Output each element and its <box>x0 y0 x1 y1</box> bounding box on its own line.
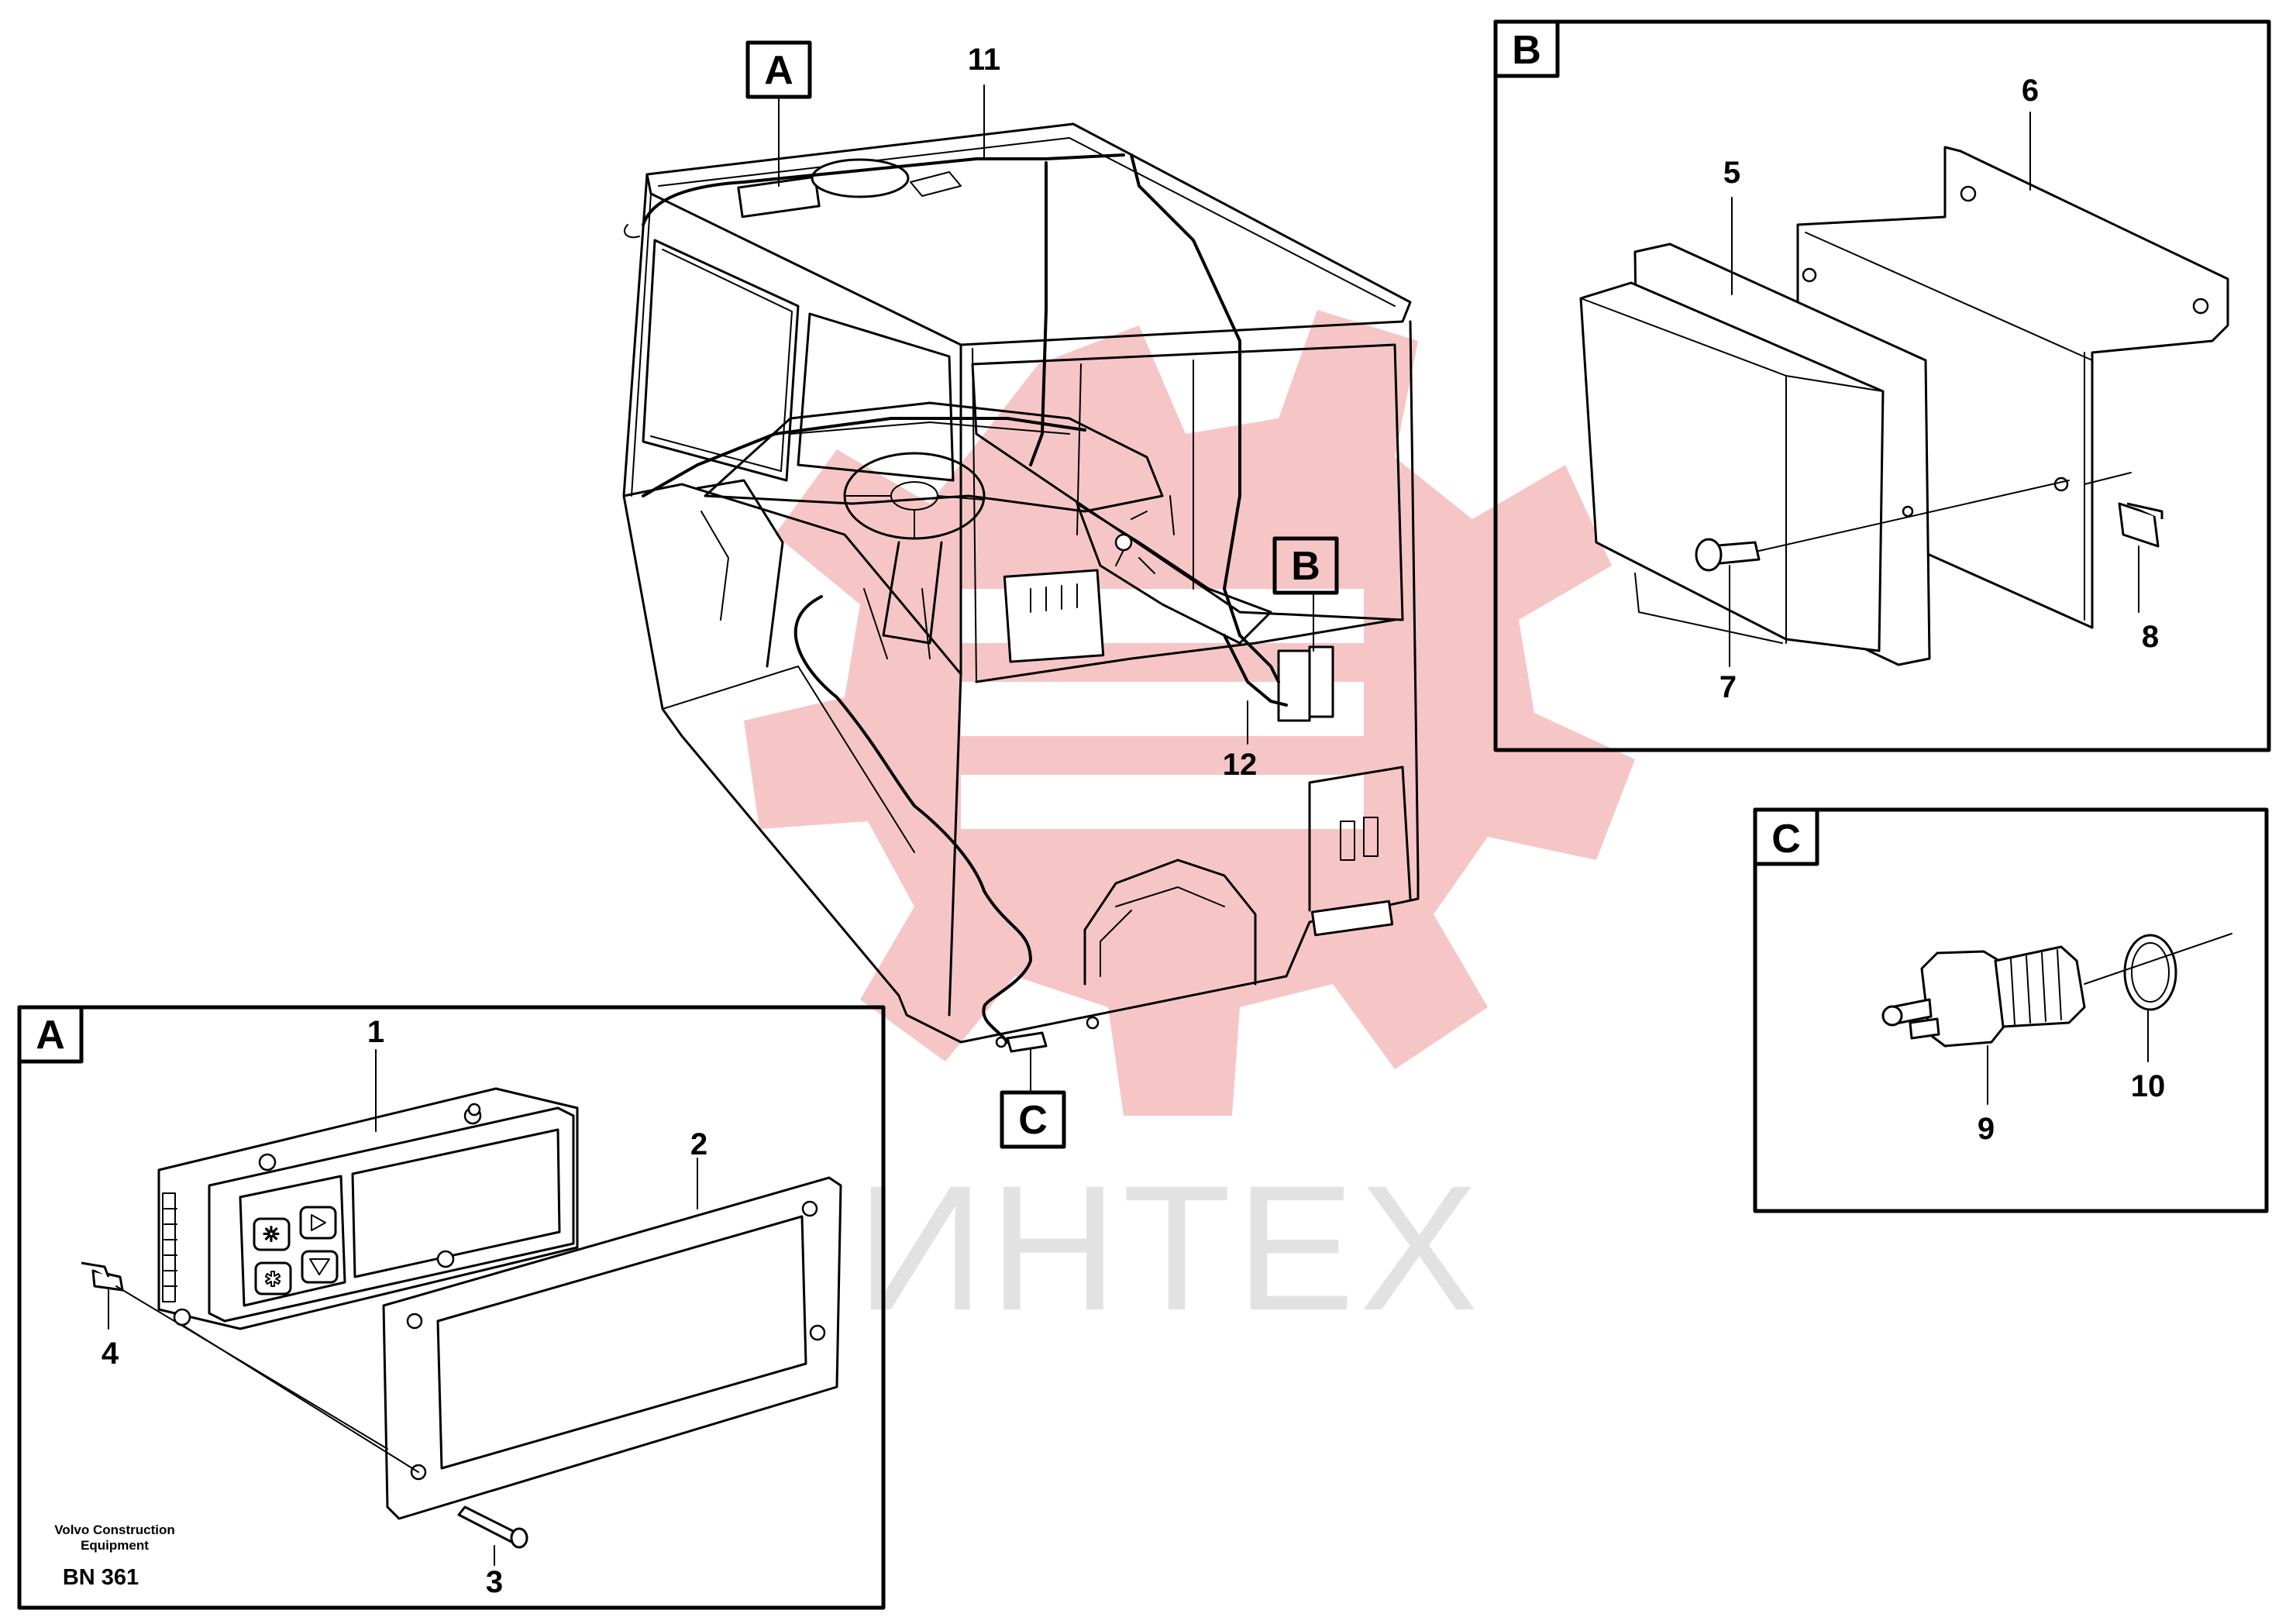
part-number-3: 3 <box>486 1565 503 1599</box>
panel-a-label: A <box>36 1013 65 1058</box>
button-sun-icon: ☼ <box>262 1223 280 1247</box>
part-number-5: 5 <box>1723 156 1740 190</box>
button-fan-icon: ✱ <box>264 1268 281 1292</box>
footer-maker-line2: Equipment <box>81 1538 149 1553</box>
part-number-1: 1 <box>367 1015 384 1049</box>
part-number-11: 11 <box>968 43 1000 77</box>
detail-panel-b: B 6 5 7 8 <box>1493 19 2271 752</box>
panel-c-label: C <box>1771 817 1801 862</box>
callout-main-a-label: A <box>764 48 793 93</box>
part-number-4: 4 <box>102 1337 119 1371</box>
detail-panel-a: A ☼ ✱ <box>17 1005 886 1610</box>
part-number-9: 9 <box>1978 1112 1995 1146</box>
callout-main-b: B <box>1272 536 1339 595</box>
part-number-2: 2 <box>690 1127 707 1161</box>
watermark: ИНТЕХ <box>744 310 1635 1347</box>
button-down-icon <box>309 1258 330 1275</box>
callout-main-c: C <box>1000 1090 1066 1149</box>
part-number-6: 6 <box>2022 74 2039 108</box>
part-number-12: 12 <box>1223 748 1258 782</box>
footer-maker-line1: Volvo Construction <box>54 1522 175 1537</box>
leader-lines-main <box>778 84 1314 1093</box>
part-number-8: 8 <box>2142 620 2159 654</box>
callout-main-c-label: C <box>1018 1098 1048 1143</box>
part-number-7: 7 <box>1719 670 1737 704</box>
button-play-icon <box>311 1214 326 1231</box>
panel-b-label: B <box>1512 28 1541 73</box>
detail-panel-c: C 9 10 <box>1753 807 2269 1213</box>
part-number-10: 10 <box>2131 1069 2166 1103</box>
callout-main-b-label: B <box>1291 544 1320 589</box>
callout-main-a: A <box>745 40 812 99</box>
footer-drawing-code: BN 361 <box>63 1565 139 1590</box>
cab-illustration <box>622 122 1420 1053</box>
wiring-harness <box>624 153 1288 1044</box>
watermark-text: ИНТЕХ <box>856 1148 1483 1347</box>
